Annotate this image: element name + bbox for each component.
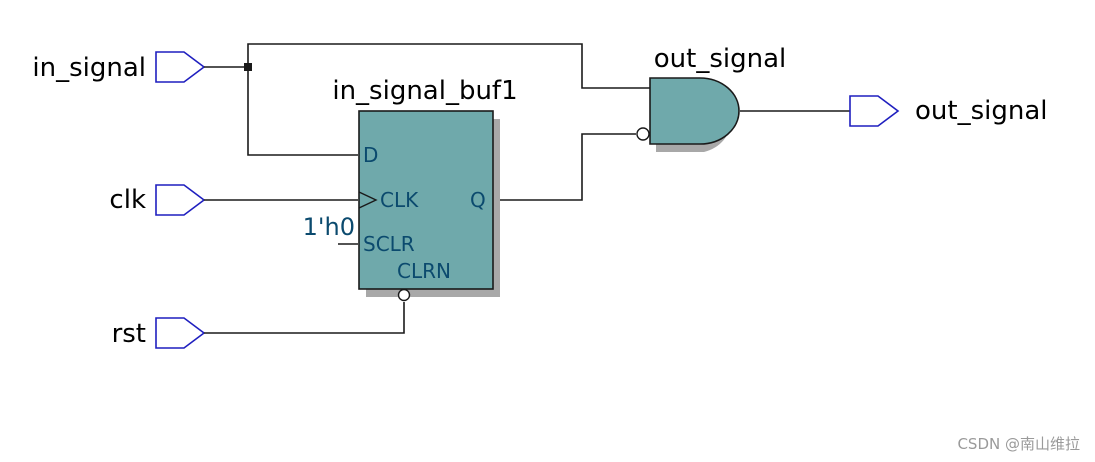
input-port-arrow-icon bbox=[155, 184, 206, 216]
input-port-label-clk: clk bbox=[109, 185, 146, 215]
wires bbox=[204, 43, 850, 334]
clrn-inversion-bubble bbox=[397, 288, 411, 302]
watermark: CSDN @南山维拉 bbox=[957, 435, 1080, 453]
wire-in-signal-to-d bbox=[247, 67, 358, 156]
gate-body bbox=[649, 77, 740, 145]
wire-q-to-gate bbox=[494, 133, 636, 201]
pin-q-label: Q bbox=[470, 188, 486, 212]
gate-title: out_signal bbox=[654, 44, 787, 74]
pin-sclr-label: SCLR bbox=[363, 232, 415, 256]
sclr-constant: 1'h0 bbox=[303, 213, 355, 241]
output-port-arrow-icon bbox=[849, 95, 900, 127]
and-gate-out-signal[interactable]: out_signal bbox=[636, 44, 787, 152]
wire-in-signal-to-gate bbox=[247, 43, 650, 89]
register-in-signal-buf1[interactable]: in_signal_buf1 D CLK SCLR CLRN Q bbox=[332, 76, 518, 302]
gate-inversion-bubble bbox=[636, 127, 650, 141]
input-port-in-signal[interactable]: in_signal bbox=[32, 51, 206, 83]
clock-triangle-icon bbox=[358, 191, 378, 209]
input-port-label-in-signal: in_signal bbox=[32, 53, 146, 83]
pin-d-label: D bbox=[363, 143, 378, 167]
input-port-rst[interactable]: rst bbox=[112, 317, 206, 349]
input-port-clk[interactable]: clk bbox=[109, 184, 206, 216]
junction-dot bbox=[244, 63, 252, 71]
output-port-label: out_signal bbox=[915, 96, 1048, 126]
output-port-out-signal[interactable]: out_signal bbox=[849, 95, 1048, 127]
input-port-arrow-icon bbox=[155, 317, 206, 349]
input-port-label-rst: rst bbox=[112, 319, 146, 349]
register-title: in_signal_buf1 bbox=[332, 76, 517, 106]
pin-clrn-label: CLRN bbox=[397, 259, 451, 283]
register-body bbox=[358, 110, 494, 290]
input-port-arrow-icon bbox=[155, 51, 206, 83]
pin-clk-label: CLK bbox=[380, 188, 419, 212]
wire-rst bbox=[204, 302, 405, 334]
